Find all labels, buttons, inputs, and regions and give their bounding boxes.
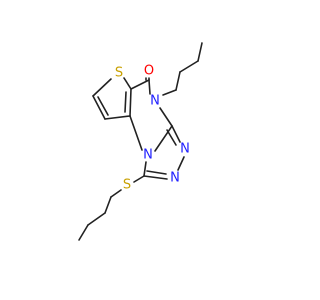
atom-s-thioether: S (123, 178, 131, 193)
bond-c3a-c7a (129, 88, 132, 117)
atom-n-triazole-a: N (180, 142, 190, 157)
bond-c3-c3a (104, 115, 131, 120)
bond-c-carbonyl-n4 (148, 79, 151, 95)
bond-s-ch2-3 (87, 212, 106, 226)
bond-c7a-c-carbonyl (130, 79, 150, 90)
bond-n4-ch2 (162, 89, 177, 96)
bond-s-ch3 (78, 224, 89, 241)
bond-c2-c3 (92, 95, 106, 120)
bond-c2-c3-double (97, 96, 109, 116)
bond-s1-c2 (92, 78, 112, 97)
bond-c7a-s1 (123, 77, 132, 90)
atom-labels: S O N N N N S (115, 64, 190, 193)
bond-c-triazole-s (133, 175, 145, 183)
bond-n-triazole-a-n-triazole-b (177, 156, 185, 171)
atom-n-butyl: N (150, 94, 160, 109)
bond-c3a-c7a-double (124, 91, 127, 113)
atom-n-bridge: N (143, 148, 153, 163)
bond-c4a-n-triazole-a (171, 125, 181, 143)
bond-n-ch2-3 (179, 60, 199, 73)
bond-s-ch2-2 (104, 196, 112, 214)
bond-c4a-n-triazole-a-double (166, 129, 177, 146)
bond-n-triazole-b-c-triazole (143, 175, 168, 180)
bond-n4-c4a (159, 107, 173, 127)
atom-n-triazole-b: N (170, 171, 180, 186)
bond-c-triazole-n9b (143, 161, 147, 177)
bond-n-ch2-2 (175, 71, 181, 91)
label-masks (111, 63, 193, 193)
bond-n9b-c3a (129, 115, 143, 151)
bond-c4a-n9b (154, 125, 173, 152)
molecule-structure: S O N N N N S (78, 42, 203, 241)
structure-canvas: S O N N N N S (78, 42, 203, 241)
bond-n-ch3 (197, 42, 203, 62)
bonds (78, 42, 203, 241)
bond-n-triazole-b-c-double (146, 170, 167, 175)
bond-s-ch2-1 (110, 189, 122, 198)
atom-s-thiophene: S (115, 66, 123, 81)
atom-o-carbonyl: O (144, 64, 154, 79)
